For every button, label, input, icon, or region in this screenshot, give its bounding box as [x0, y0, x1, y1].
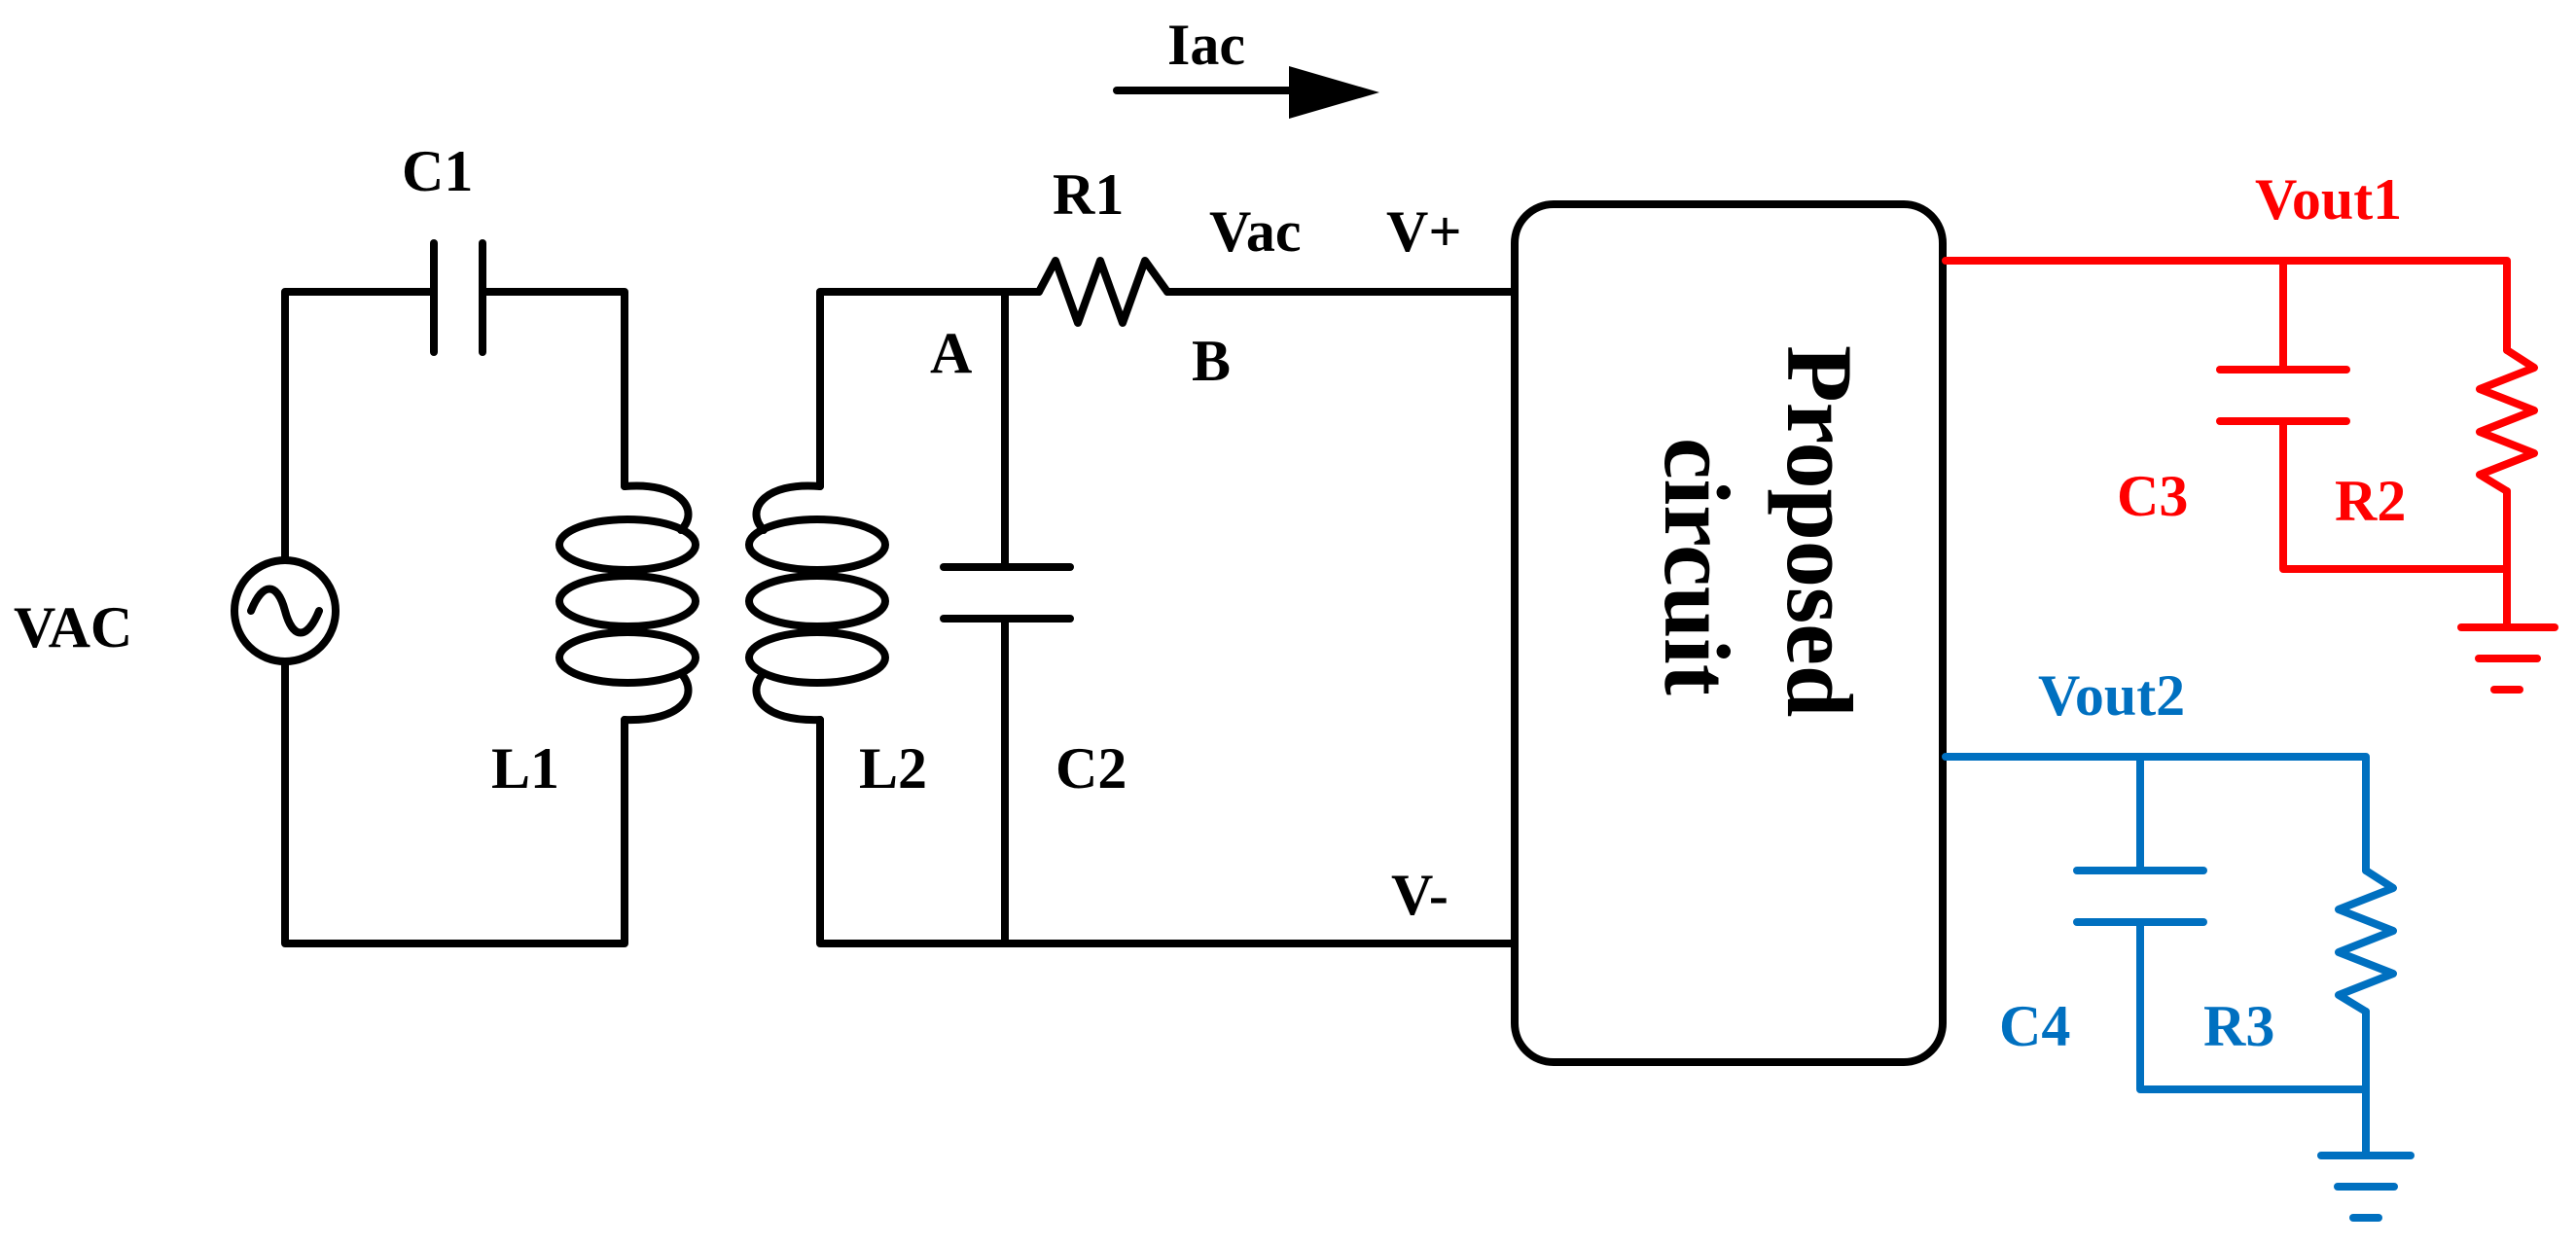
r1-label: R1	[1053, 162, 1124, 227]
vminus-label: V-	[1391, 863, 1449, 927]
secondary-loop	[745, 257, 1515, 947]
resistor-r1	[1035, 257, 1171, 327]
c3-label: C3	[2117, 464, 2188, 528]
current-arrow	[1113, 66, 1379, 119]
r2-label: R2	[2335, 469, 2406, 533]
capacitor-c3	[2216, 366, 2350, 425]
block-title-line1: Proposed	[1768, 345, 1872, 717]
ground-icon-2	[2317, 1152, 2415, 1222]
ground-icon-1	[2457, 623, 2558, 694]
proposed-circuit-block	[1511, 200, 1947, 1066]
node-a-label: A	[930, 321, 972, 385]
vout2-label: Vout2	[2038, 663, 2185, 728]
c4-label: C4	[1999, 994, 2070, 1058]
ac-source-icon	[231, 556, 340, 665]
inductor-l1	[555, 481, 699, 725]
inductor-l2	[745, 481, 889, 725]
l2-label: L2	[859, 736, 927, 800]
resistor-r2	[2476, 346, 2538, 495]
capacitor-c4	[2073, 867, 2207, 926]
vout1-label: Vout1	[2255, 167, 2402, 231]
capacitor-c1	[430, 239, 486, 356]
c1-label: C1	[402, 139, 473, 203]
capacitor-c2	[940, 563, 1074, 622]
r3-label: R3	[2203, 994, 2274, 1058]
iac-label: Iac	[1167, 13, 1245, 77]
c2-label: C2	[1055, 736, 1127, 800]
block-title-line2: circuit	[1645, 438, 1749, 695]
l1-label: L1	[491, 736, 559, 800]
vplus-label: V+	[1386, 199, 1462, 264]
resistor-r3	[2335, 867, 2397, 1015]
vac-node-label: Vac	[1209, 199, 1301, 264]
primary-loop	[231, 239, 699, 947]
output2-network	[1942, 753, 2415, 1222]
node-b-label: B	[1192, 329, 1231, 393]
vac-source-label: VAC	[14, 595, 132, 659]
output1-network	[1942, 257, 2558, 694]
